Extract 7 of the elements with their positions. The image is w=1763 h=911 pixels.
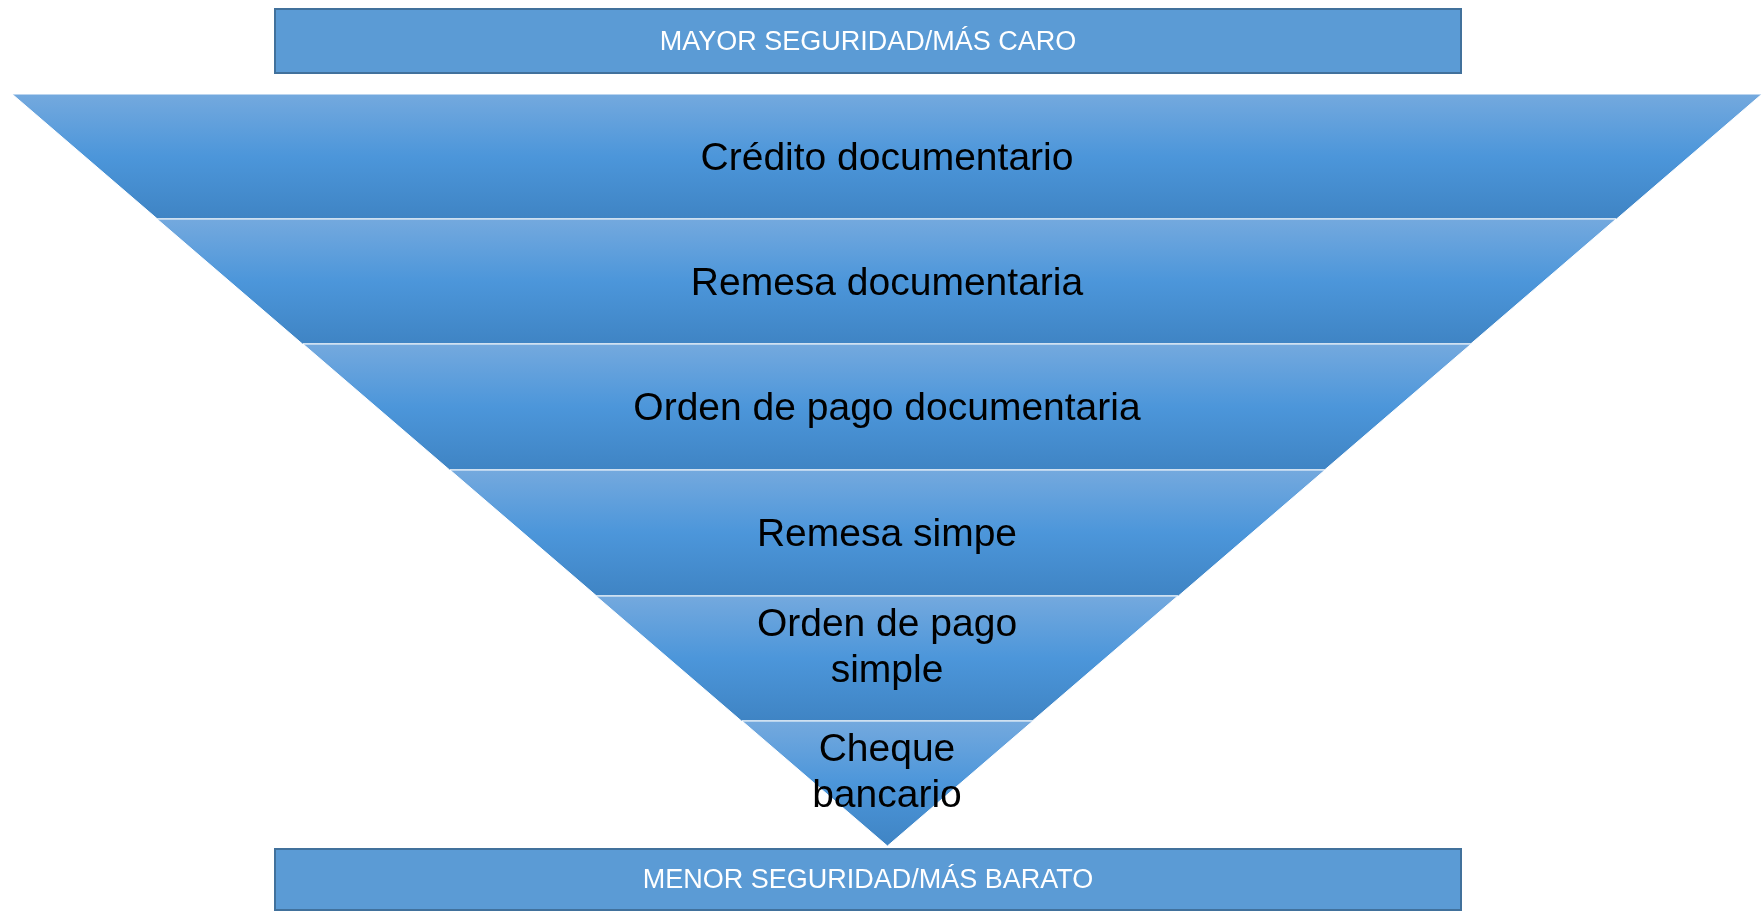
heading-bar: MAYOR SEGURIDAD/MÁS CARO	[274, 8, 1462, 74]
band-label: Remesa documentaria	[690, 258, 1084, 305]
band-label: Orden de pago documentaria	[633, 384, 1141, 430]
footer-bar: MENOR SEGURIDAD/MÁS BARATO	[274, 848, 1462, 911]
band-label: Remesa simpe	[756, 510, 1018, 556]
band-label: Orden de pago simple	[755, 600, 1019, 692]
band-label: Crédito documentario	[700, 133, 1074, 180]
